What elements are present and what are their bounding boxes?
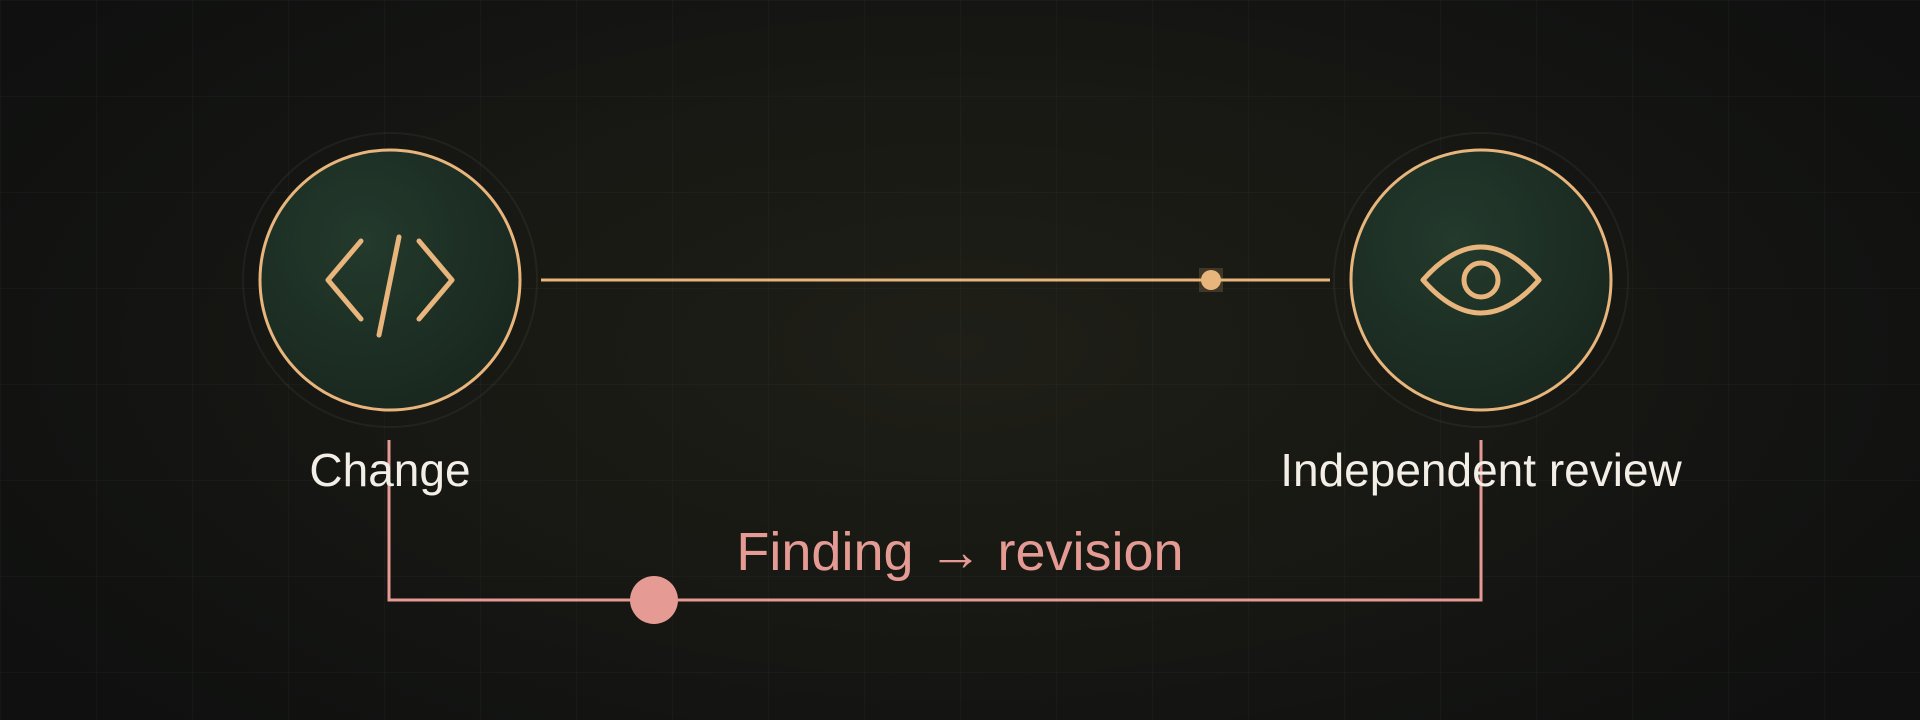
- connector-dot: [1199, 268, 1223, 292]
- feedback-loop-path: [387, 440, 1483, 602]
- eye-icon: [1420, 244, 1542, 316]
- node-review-halo: [1333, 132, 1629, 428]
- node-change-halo: [242, 132, 538, 428]
- feedback-loop-label: Finding → revision: [736, 522, 1183, 582]
- feedback-loop-dot: [630, 576, 678, 624]
- node-review-label: Independent review: [1280, 444, 1682, 496]
- node-review: [1333, 132, 1629, 428]
- node-change-label: Change: [309, 444, 470, 496]
- node-change: [242, 132, 538, 428]
- code-icon: [325, 234, 455, 338]
- node-review-circle: [1349, 148, 1613, 412]
